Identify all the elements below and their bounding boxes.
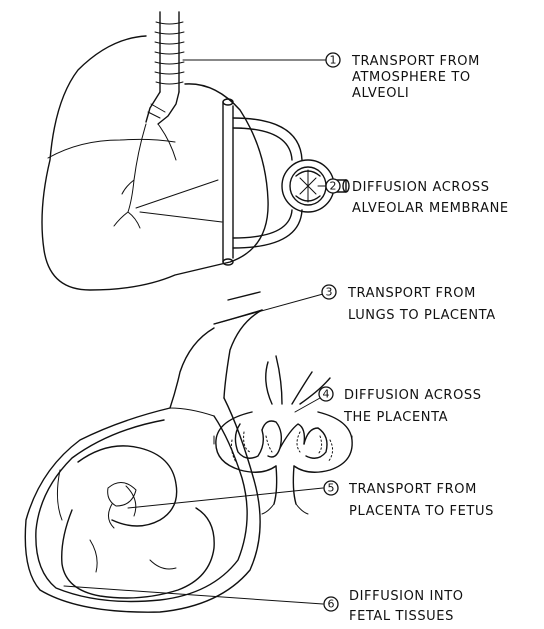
- step-3-badge: 3: [322, 285, 336, 299]
- step-5-label: TRANSPORT FROM PLACENTA TO FETUS: [348, 482, 494, 519]
- step-4-label: DIFFUSION ACROSS THE PLACENTA: [343, 388, 482, 425]
- step-2-label: DIFFUSION ACROSS ALVEOLAR MEMBRANE: [352, 180, 509, 216]
- step-5-line-1: TRANSPORT FROM: [348, 482, 477, 497]
- leader-lines: [64, 60, 327, 604]
- step-2-line-2: ALVEOLAR MEMBRANE: [352, 201, 509, 216]
- step-1-line-1: TRANSPORT FROM: [351, 54, 480, 69]
- step-6-badge: 6: [324, 597, 338, 611]
- step-6-line-1: DIFFUSION INTO: [349, 589, 464, 604]
- step-3-number: 3: [326, 286, 333, 299]
- step-1-line-3: ALVEOLI: [352, 86, 409, 101]
- alveolus-capillary-illustration: [136, 99, 349, 265]
- step-5-badge: 5: [324, 481, 338, 495]
- lung-illustration: [42, 36, 268, 290]
- step-2-number: 2: [330, 180, 337, 193]
- fetus-illustration: [57, 446, 214, 598]
- step-5-number: 5: [328, 482, 335, 495]
- step-4-line-1: DIFFUSION ACROSS: [344, 388, 482, 403]
- uterus-illustration: [25, 398, 260, 612]
- step-1-number: 1: [330, 54, 337, 67]
- step-6-number: 6: [328, 598, 335, 611]
- step-5-line-2: PLACENTA TO FETUS: [349, 504, 494, 519]
- step-1-line-2: ATMOSPHERE TO: [352, 70, 471, 85]
- step-6-label: DIFFUSION INTO FETAL TISSUES: [349, 589, 464, 624]
- step-3-line-1: TRANSPORT FROM: [347, 286, 476, 301]
- step-1-label: TRANSPORT FROM ATMOSPHERE TO ALVEOLI: [351, 54, 480, 101]
- maternal-vessels: [170, 292, 262, 408]
- step-1-badge: 1: [326, 53, 340, 67]
- step-3-line-2: LUNGS TO PLACENTA: [348, 308, 496, 323]
- step-6-line-2: FETAL TISSUES: [349, 609, 454, 624]
- step-2-line-1: DIFFUSION ACROSS: [352, 180, 490, 195]
- step-2-badge: 2: [326, 179, 340, 193]
- trachea-illustration: [146, 12, 184, 124]
- step-4-badge: 4: [319, 387, 333, 401]
- step-3-label: TRANSPORT FROM LUNGS TO PLACENTA: [347, 286, 496, 323]
- step-4-number: 4: [323, 388, 330, 401]
- step-4-line-2: THE PLACENTA: [343, 410, 448, 425]
